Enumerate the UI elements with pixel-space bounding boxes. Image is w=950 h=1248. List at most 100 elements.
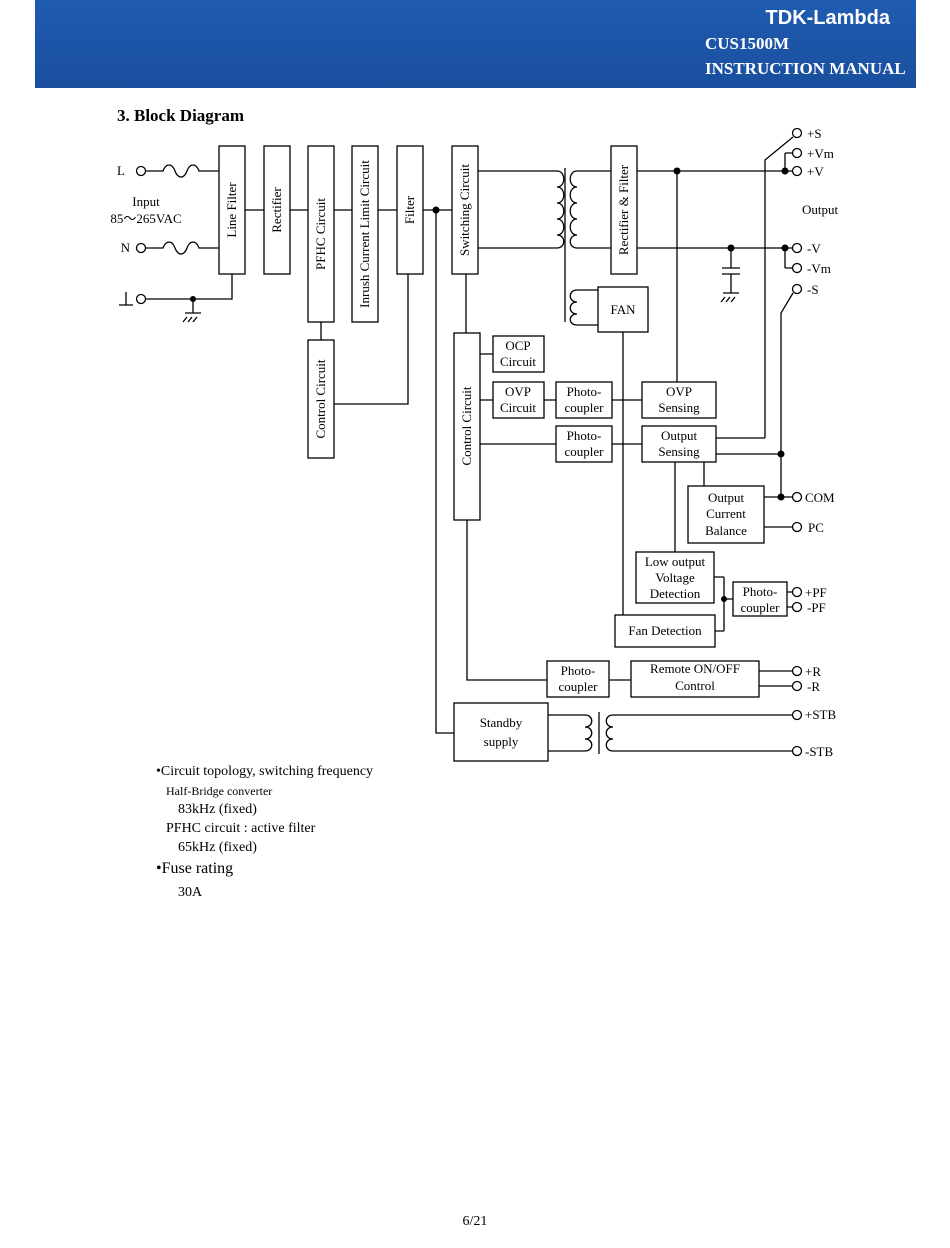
transformer-secondary	[569, 170, 578, 249]
terminal-minus-v	[791, 242, 803, 254]
standby-transformer-primary	[584, 714, 593, 752]
label-coupler-remote: coupler	[559, 679, 599, 694]
converter-frequency: 83kHz (fixed)	[178, 802, 257, 817]
terminal-plus-vm	[791, 147, 803, 159]
label-line-filter: Line Filter	[224, 182, 239, 238]
terminal-plus-v	[791, 165, 803, 177]
output-sensing-block	[641, 425, 717, 463]
junction-dot	[721, 596, 727, 602]
terminal-pc	[791, 521, 803, 533]
label-rectifier: Rectifier	[269, 187, 284, 233]
terminal-minus-vm	[791, 262, 803, 274]
label-plus-r: +R	[805, 664, 821, 679]
label-plus-pf: +PF	[805, 585, 827, 600]
junction-dot	[781, 167, 789, 175]
label-photo-remote: Photo-	[561, 663, 596, 678]
ocp-block	[492, 335, 545, 373]
label-ocb-2: Current	[706, 506, 746, 521]
transformer-primary	[556, 170, 565, 249]
label-plus-stb: +STB	[805, 707, 837, 722]
standby-transformer-secondary	[605, 714, 614, 752]
pfhc-type: PFHC circuit : active filter	[166, 821, 316, 836]
label-n: N	[121, 240, 131, 255]
label-rectifier-filter: Rectifier & Filter	[616, 164, 631, 255]
rectifier-filter-block	[610, 145, 638, 275]
output-capacitor	[722, 248, 740, 293]
label-control-left: Control Circuit	[313, 359, 328, 438]
fuse-n	[146, 241, 219, 255]
label-minus-vm: -Vm	[807, 261, 831, 276]
label-input-range: 85～265VAC	[110, 211, 181, 226]
terminal-minus-stb	[791, 745, 803, 757]
terminal-plus-pf	[791, 586, 803, 598]
fan-coil	[569, 289, 578, 326]
label-control-right: Control Circuit	[459, 386, 474, 465]
label-output-sensing-1: Output	[661, 428, 698, 443]
label-minus-pf: -PF	[807, 600, 826, 615]
label-photo-pf: Photo-	[743, 584, 778, 599]
inrush-block	[351, 145, 379, 323]
label-com: COM	[805, 490, 835, 505]
terminal-plus-s	[791, 127, 803, 139]
converter-type: Half-Bridge converter	[166, 784, 273, 798]
standby-block	[453, 702, 549, 762]
label-fan-detection: Fan Detection	[628, 623, 702, 638]
terminal-plus-stb	[791, 709, 803, 721]
topology-heading: •Circuit topology, switching frequency	[156, 764, 374, 779]
model-name: CUS1500M	[705, 34, 790, 53]
label-plus-s: +S	[807, 126, 822, 141]
fuse-heading: •Fuse rating	[156, 860, 234, 877]
label-ovp-circuit: Circuit	[500, 400, 536, 415]
label-input: Input	[132, 194, 160, 209]
terminal-l	[135, 165, 147, 177]
label-ovp-sensing-2: Sensing	[658, 400, 700, 415]
ground-symbol	[119, 292, 133, 306]
label-ocb-1: Output	[708, 490, 745, 505]
label-remote-1: Remote ON/OFF	[650, 661, 740, 676]
junction-dot	[673, 167, 681, 175]
label-switching: Switching Circuit	[457, 164, 472, 256]
label-pfhc: PFHC Circuit	[313, 198, 328, 270]
label-photo-ovp: Photo-	[567, 384, 602, 399]
label-plus-vm: +Vm	[807, 146, 834, 161]
ovp-sensing-block	[641, 381, 717, 419]
remote-control-block	[630, 660, 760, 698]
manual-title: INSTRUCTION MANUAL	[705, 59, 906, 78]
label-ocp: OCP	[505, 338, 530, 353]
fuse-l	[146, 164, 219, 178]
label-lov-1: Low output	[645, 554, 706, 569]
terminal-minus-r	[791, 680, 803, 692]
terminal-plus-r	[791, 665, 803, 677]
terminal-ground	[135, 293, 147, 305]
label-minus-r: -R	[807, 679, 820, 694]
label-output-sensing-2: Sensing	[658, 444, 700, 459]
label-lov-2: Voltage	[655, 570, 695, 585]
label-fan: FAN	[610, 302, 636, 317]
label-minus-v: -V	[807, 241, 821, 256]
junction-dot	[432, 206, 440, 214]
label-ovp-sensing-1: OVP	[666, 384, 692, 399]
terminal-minus-s	[791, 283, 803, 295]
pfhc-frequency: 65kHz (fixed)	[178, 840, 257, 855]
label-ocp-circuit: Circuit	[500, 354, 536, 369]
photocoupler-pf	[732, 581, 788, 617]
junction-dot	[781, 244, 789, 252]
label-remote-2: Control	[675, 678, 715, 693]
terminal-com	[791, 491, 803, 503]
earth-symbol-right	[720, 292, 739, 303]
junction-dot	[190, 296, 196, 302]
label-pc: PC	[808, 520, 824, 535]
label-coupler-sense: coupler	[565, 444, 605, 459]
label-standby-1: Standby	[480, 715, 523, 730]
label-inrush: Inrush Current Limit Circuit	[357, 160, 372, 308]
label-coupler-ovp: coupler	[565, 400, 605, 415]
brand-name: TDK-Lambda	[765, 7, 890, 29]
output-current-balance-block	[687, 485, 765, 544]
label-ovp: OVP	[505, 384, 531, 399]
photocoupler-remote	[546, 660, 610, 698]
label-lov-3: Detection	[650, 586, 701, 601]
junction-dot	[777, 450, 785, 458]
section-title: 3. Block Diagram	[117, 106, 245, 125]
junction-dot	[727, 244, 735, 252]
label-ocb-3: Balance	[705, 523, 747, 538]
